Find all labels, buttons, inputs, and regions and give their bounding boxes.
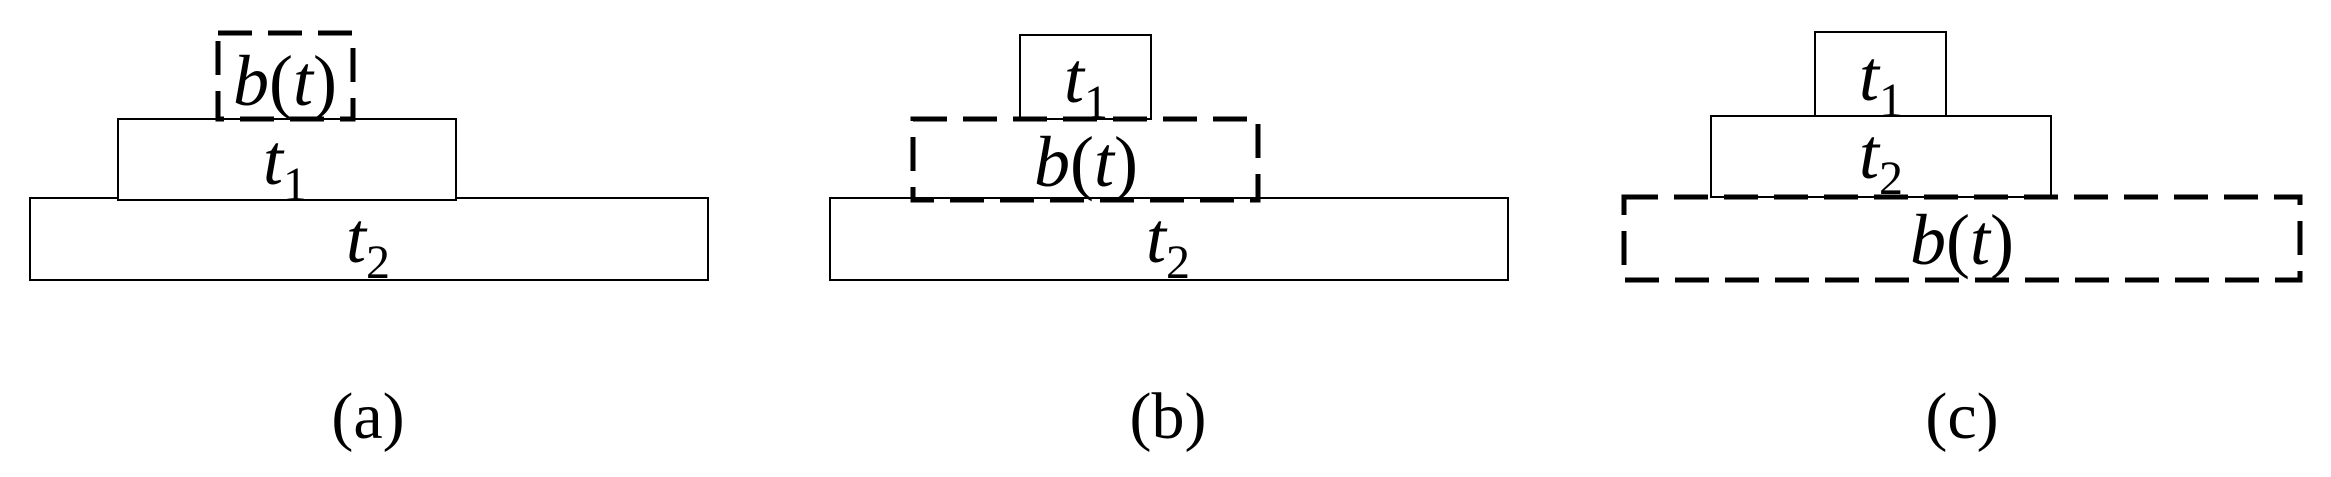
panel-c: t1 t2 b(t) (c)	[1621, 31, 2303, 453]
panel-c-b-box	[1621, 194, 2303, 283]
panel-c-b-label: b(t)	[1910, 200, 2014, 280]
panel-a: b(t) t1 t2 (a)	[29, 30, 709, 453]
panel-c-t1-label: t1	[1859, 36, 1903, 127]
panel-b-b-box	[910, 116, 1261, 203]
panel-b-t1-box	[1019, 34, 1152, 120]
panel-b-b-label: b(t)	[1034, 122, 1138, 202]
panel-a-t1-box	[117, 118, 457, 201]
panel-a-t1-label: t1	[263, 120, 307, 211]
panel-a-t2-box	[29, 197, 709, 281]
panel-b-caption: (b)	[1130, 380, 1207, 453]
panel-b-t2-label: t2	[1146, 198, 1190, 289]
panel-b-t2-box	[829, 197, 1509, 281]
panel-a-b-box	[215, 30, 356, 122]
panel-c-t1-box	[1814, 31, 1947, 117]
panel-a-caption: (a)	[331, 380, 404, 453]
panel-a-b-label: b(t)	[233, 41, 337, 121]
panel-a-t2-label: t2	[346, 198, 390, 289]
panel-c-t2-label: t2	[1859, 114, 1903, 205]
panel-b: t1 b(t) t2 (b)	[829, 34, 1509, 453]
panel-c-caption: (c)	[1925, 380, 1998, 453]
panel-b-t1-label: t1	[1064, 38, 1108, 129]
